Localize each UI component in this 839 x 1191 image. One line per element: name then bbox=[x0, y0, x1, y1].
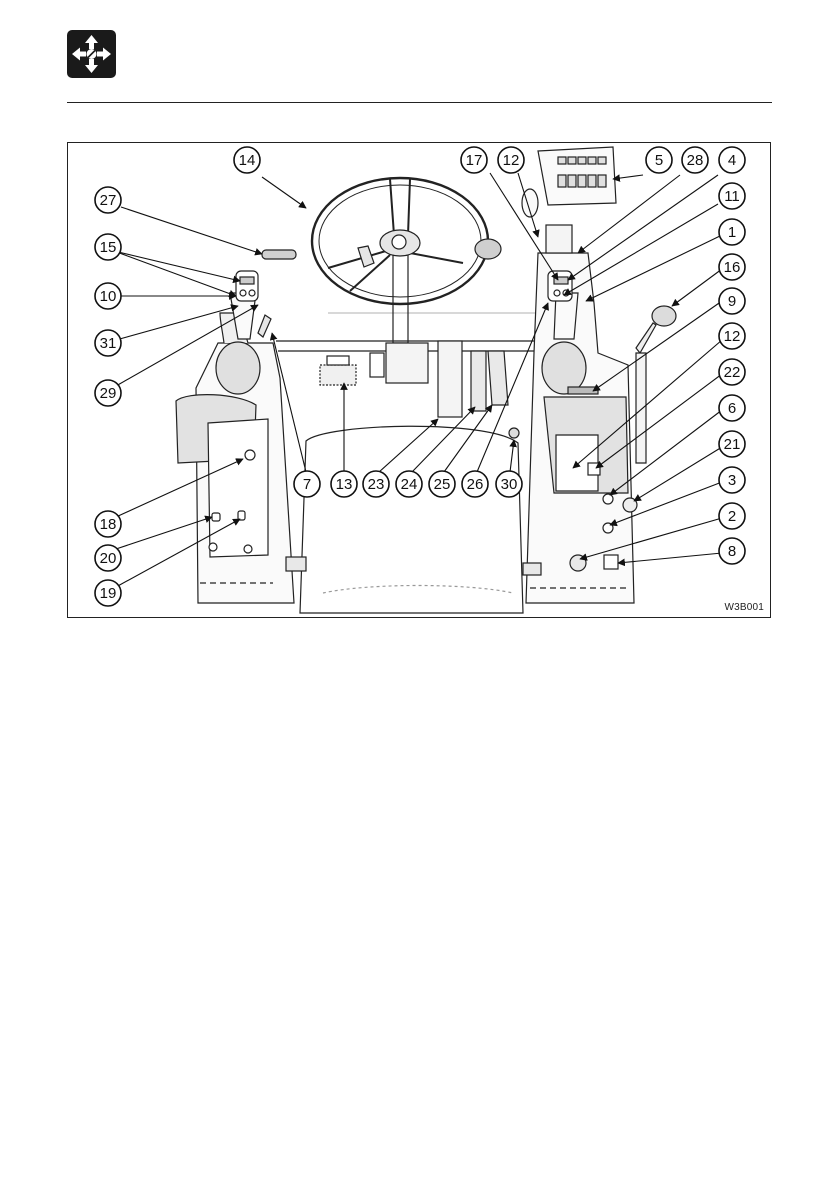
steering-wheel bbox=[312, 178, 501, 304]
callout-8-label: 8 bbox=[728, 543, 736, 560]
callout-10-label: 10 bbox=[100, 288, 117, 305]
cab-controls-figure: 14 27 15 10 31 29 18 20 19 7 13 23 24 25… bbox=[67, 142, 771, 618]
steering-column bbox=[386, 255, 428, 383]
callout-23-label: 23 bbox=[368, 476, 385, 493]
move-arrows-icon bbox=[67, 30, 116, 78]
callout-21-label: 21 bbox=[724, 436, 741, 453]
callout-20-label: 20 bbox=[100, 550, 117, 567]
callout-31-label: 31 bbox=[100, 335, 117, 352]
callout-12-top-label: 12 bbox=[503, 152, 520, 169]
callout-15-label: 15 bbox=[100, 239, 117, 256]
callout-18-label: 18 bbox=[100, 516, 117, 533]
callout-9-label: 9 bbox=[728, 293, 736, 310]
callout-1-label: 1 bbox=[728, 224, 736, 241]
callout-5-label: 5 bbox=[655, 152, 663, 169]
callout-30-label: 30 bbox=[501, 476, 518, 493]
callout-11-label: 11 bbox=[724, 188, 740, 205]
callout-3-label: 3 bbox=[728, 472, 736, 489]
callout-17-label: 17 bbox=[466, 152, 483, 169]
callout-26-label: 26 bbox=[467, 476, 484, 493]
callout-19-label: 19 bbox=[100, 585, 117, 602]
callout-7-label: 7 bbox=[303, 476, 311, 493]
hand-switch-box bbox=[320, 353, 384, 385]
callout-16-label: 16 bbox=[724, 259, 741, 276]
callout-12-right-label: 12 bbox=[724, 328, 741, 345]
left-console bbox=[176, 271, 306, 603]
callout-4-label: 4 bbox=[728, 152, 736, 169]
operator-seat bbox=[300, 426, 523, 613]
turn-signal-lever bbox=[262, 250, 296, 259]
right-console bbox=[522, 147, 676, 603]
callout-24-label: 24 bbox=[401, 476, 418, 493]
callout-22-label: 22 bbox=[724, 364, 741, 381]
cab-drawing bbox=[176, 147, 676, 613]
callout-29-label: 29 bbox=[100, 385, 117, 402]
callout-28-label: 28 bbox=[687, 152, 704, 169]
callout-2-label: 2 bbox=[728, 508, 736, 525]
header-rule bbox=[67, 102, 772, 103]
callout-13-label: 13 bbox=[336, 476, 353, 493]
callout-27-label: 27 bbox=[100, 192, 117, 209]
callout-25-label: 25 bbox=[434, 476, 451, 493]
callout-6-label: 6 bbox=[728, 400, 736, 417]
callout-14-label: 14 bbox=[239, 152, 256, 169]
figure-code: W3B001 bbox=[724, 602, 764, 613]
